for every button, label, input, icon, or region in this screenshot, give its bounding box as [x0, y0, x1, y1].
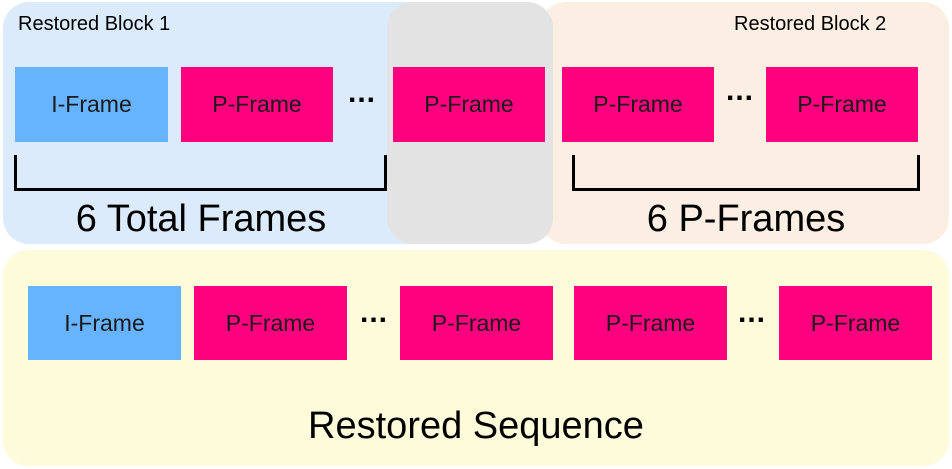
top-ellipsis-1: ...: [347, 76, 376, 109]
bottom-p-frame-4: P-Frame: [779, 286, 932, 360]
block-2-caption: 6 P-Frames: [646, 198, 846, 240]
bottom-i-frame: I-Frame: [28, 286, 181, 360]
top-p-frame-3: P-Frame: [562, 67, 714, 142]
top-p-frame-4: P-Frame: [766, 67, 918, 142]
bottom-p-frame-2: P-Frame: [400, 286, 553, 360]
bottom-ellipsis-2: ...: [737, 296, 766, 329]
bottom-p-frame-1: P-Frame: [194, 286, 347, 360]
block-2-bracket: [572, 155, 920, 191]
top-ellipsis-2: ...: [725, 74, 754, 107]
block-1-caption: 6 Total Frames: [75, 198, 327, 240]
top-p-frame-overlap: P-Frame: [393, 67, 545, 142]
block-1-bracket: [14, 155, 387, 191]
bottom-ellipsis-1: ...: [359, 296, 388, 329]
bottom-p-frame-3: P-Frame: [574, 286, 727, 360]
restored-block-2-label: Restored Block 2: [734, 13, 887, 35]
restored-block-1-label: Restored Block 1: [18, 13, 171, 35]
restored-sequence-caption: Restored Sequence: [308, 405, 644, 447]
top-i-frame: I-Frame: [15, 67, 168, 142]
top-p-frame-1: P-Frame: [181, 67, 333, 142]
